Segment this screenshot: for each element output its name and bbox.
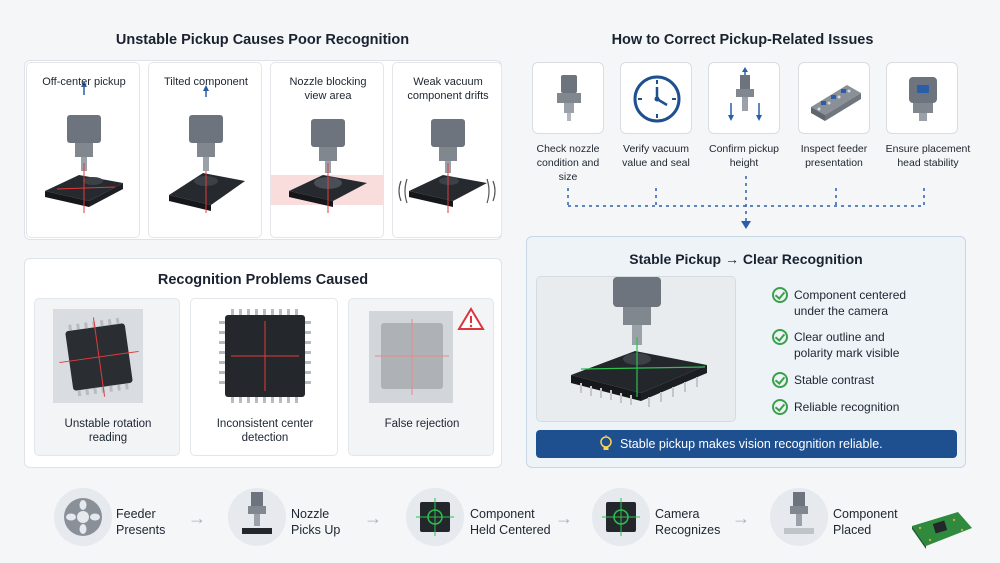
problem-card-rejection: False rejection <box>348 298 494 456</box>
weak-vacuum-illustration <box>398 119 496 213</box>
flow-label: Camera Recognizes <box>655 506 720 538</box>
card-label: Weak vacuum component drifts <box>407 76 489 102</box>
step-label: Confirm pickup height <box>708 143 780 169</box>
feeder-icon <box>811 85 861 121</box>
check-nozzle-tile <box>532 62 604 134</box>
check-item-recognition: Reliable recognition <box>772 399 899 415</box>
banner-text: Stable pickup makes vision recognition r… <box>620 437 883 451</box>
vacuum-gauge-icon <box>633 75 681 123</box>
check-icon <box>772 399 788 415</box>
flow-label: Nozzle Picks Up <box>291 506 340 538</box>
placement-head-icon <box>909 77 937 121</box>
flow-label-line2: Picks Up <box>291 523 341 537</box>
off-center-pickup-illustration <box>45 81 123 213</box>
problem-label: Unstable rotation reading <box>64 418 152 444</box>
flow-arrow: → <box>555 508 573 528</box>
problem-label: False rejection <box>384 418 460 430</box>
centered-chip-icon <box>416 498 454 536</box>
flow-label: Component Held Centered <box>470 506 551 538</box>
check-label: Clear outline and <box>794 330 885 344</box>
flow-label-line2: Recognizes <box>655 523 721 537</box>
stable-pickup-image <box>536 276 736 422</box>
flow-label-line1: Component <box>470 507 535 521</box>
flow-arrow: → <box>732 508 750 528</box>
feeder-reel-icon <box>64 498 102 536</box>
left-section-title: Unstable Pickup Causes Poor Recognition <box>115 32 410 48</box>
tilted-component-illustration <box>169 85 245 213</box>
flow-label-line1: Nozzle <box>291 507 330 521</box>
flow-arrow: → <box>364 508 382 528</box>
right-section-title: How to Correct Pickup-Related Issues <box>611 32 874 48</box>
flow-step-nozzle <box>228 488 286 546</box>
card-nozzle-blocking: Nozzle blocking view area <box>270 62 384 238</box>
center-detection-chip-image <box>219 309 311 403</box>
problem-label: Inconsistent center detection <box>216 418 314 444</box>
card-label: Off-center pickup <box>42 76 126 88</box>
nozzle-icon <box>557 75 581 121</box>
warning-icon <box>457 307 485 330</box>
pcb-board-icon <box>912 512 972 549</box>
check-icon <box>772 329 788 345</box>
problem-card-rotation: Unstable rotation reading <box>34 298 180 456</box>
flow-arrow: → <box>188 508 206 528</box>
pickup-height-icon <box>728 67 762 121</box>
check-icon <box>772 372 788 388</box>
result-title: Stable Pickup → Clear Recognition <box>629 251 863 267</box>
flow-label-line2: Presents <box>116 523 166 537</box>
result-banner: Stable pickup makes vision recognition r… <box>536 430 957 458</box>
flow-label-line2: Placed <box>833 523 872 537</box>
check-icon <box>772 287 788 303</box>
flow-label-line1: Feeder <box>116 507 156 521</box>
problem-card-center: Inconsistent center detection <box>190 298 338 456</box>
flow-label-line2: Held Centered <box>470 523 551 537</box>
check-sublabel: polarity mark visible <box>794 346 900 360</box>
rotated-chip-image <box>53 309 143 403</box>
check-label: Stable contrast <box>794 373 875 387</box>
check-item-contrast: Stable contrast <box>772 372 874 388</box>
flow-label-line1: Component <box>833 507 898 521</box>
flow-label: Component Placed <box>833 506 898 538</box>
card-label: Tilted component <box>164 76 248 88</box>
card-weak-vacuum: Weak vacuum component drifts <box>392 62 502 238</box>
step-label: Ensure placement head stability <box>885 143 971 169</box>
false-rejection-chip-image <box>369 307 485 403</box>
confirm-height-tile <box>708 62 780 134</box>
verify-vacuum-tile <box>620 62 692 134</box>
step-label: Check nozzle condition and size <box>536 143 600 183</box>
step-label: Inspect feeder presentation <box>800 143 868 169</box>
problems-title: Recognition Problems Caused <box>157 272 369 288</box>
camera-recognition-icon <box>602 498 640 536</box>
card-label: Nozzle blocking view area <box>289 76 367 102</box>
card-off-center-pickup: Off-center pickup <box>26 62 140 238</box>
flow-label: Feeder Presents <box>116 506 165 538</box>
flow-step-placed <box>770 488 828 546</box>
flow-label-line1: Camera <box>655 507 700 521</box>
placement-nozzle-icon <box>784 492 814 534</box>
card-tilted-component: Tilted component <box>148 62 262 238</box>
step-label: Verify vacuum value and seal <box>622 143 690 169</box>
check-label: Component centered <box>794 288 907 302</box>
flow-step-camera <box>592 488 650 546</box>
ensure-head-tile <box>886 62 958 134</box>
flow-step-centered <box>406 488 464 546</box>
stable-pickup-illustration <box>571 277 707 407</box>
nozzle-pickup-icon <box>242 492 272 534</box>
check-sublabel: under the camera <box>794 304 889 318</box>
check-item-centered: Component centered under the camera <box>772 287 906 319</box>
check-item-outline: Clear outline and polarity mark visible <box>772 329 899 361</box>
flow-step-feeder <box>54 488 112 546</box>
inspect-feeder-tile <box>798 62 870 134</box>
lightbulb-icon <box>600 435 612 450</box>
check-label: Reliable recognition <box>794 400 900 414</box>
nozzle-blocking-illustration <box>271 119 383 213</box>
